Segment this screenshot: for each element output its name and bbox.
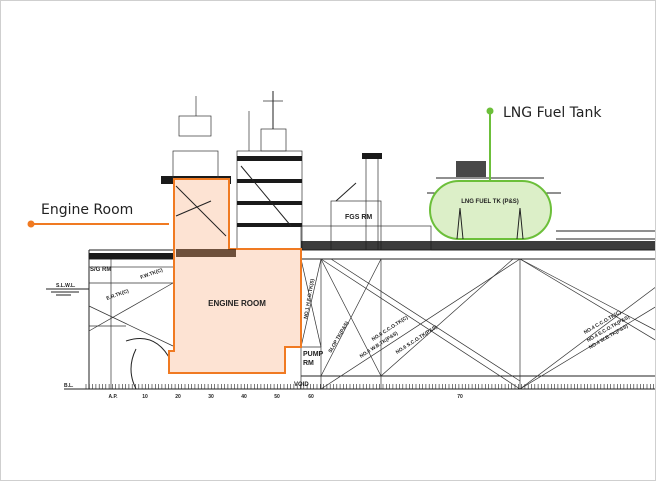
frame-tick-label: 30 bbox=[208, 394, 214, 400]
lng-tank-callout-label: LNG Fuel Tank bbox=[503, 105, 602, 121]
frame-tick-label: 10 bbox=[142, 394, 148, 400]
lng-tank-callout: LNG Fuel Tank bbox=[486, 105, 602, 181]
fgs-room-label: FGS RM bbox=[345, 214, 372, 221]
hull-structure bbox=[64, 249, 655, 390]
engine-room-callout: Engine Room bbox=[27, 202, 169, 228]
pump-room-label-2: RM bbox=[303, 360, 314, 367]
frame-tick-label: 60 bbox=[308, 394, 314, 400]
no6-sco-label: NO.6 S.C.O.TK(P&S) bbox=[395, 324, 439, 356]
er-tank-label: E.R.TK(C) bbox=[106, 288, 130, 302]
baseline-label: B.L. bbox=[64, 383, 74, 389]
engine-room-label: ENGINE ROOM bbox=[208, 299, 266, 308]
lng-fuel-tk-label: LNG FUEL TK (P&S) bbox=[461, 199, 519, 205]
frame-scale: A.P. 10 20 30 40 50 60 70 bbox=[85, 384, 654, 400]
engine-room-highlight[interactable] bbox=[168, 178, 302, 374]
sg-room-label: S/G RM bbox=[90, 267, 111, 273]
frame-tick-label: 70 bbox=[457, 394, 463, 400]
frame-tick-label: 40 bbox=[241, 394, 247, 400]
waterline-symbol bbox=[46, 288, 89, 296]
frame-tick-label: A.P. bbox=[108, 394, 118, 400]
fw-tank-label: F.W.TK(C) bbox=[140, 267, 164, 281]
slwl-label: S.L.W.L. bbox=[56, 283, 76, 289]
frame-tick-label: 20 bbox=[175, 394, 181, 400]
pump-room-label: PUMP bbox=[303, 351, 324, 358]
engine-room-callout-label: Engine Room bbox=[41, 202, 133, 218]
lng-fuel-tank-highlight[interactable] bbox=[429, 180, 552, 240]
hfo-tank-label: NO.1 H.F.O.TK(S) bbox=[303, 278, 316, 319]
frame-tick-label: 50 bbox=[274, 394, 280, 400]
slop-tank-label: SLOP TK(P&S) bbox=[328, 320, 351, 354]
void-label: VOID bbox=[294, 382, 309, 388]
